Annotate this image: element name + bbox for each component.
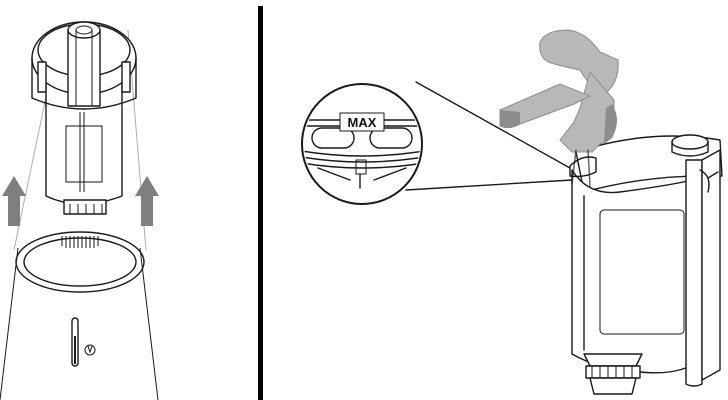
indicator-detail: [72, 318, 95, 366]
left-panel: [0, 22, 159, 400]
tank-valve: [584, 354, 642, 394]
arrow-up-icon: [135, 176, 159, 226]
max-level-label: MAX: [340, 113, 384, 131]
magnified-detail: MAX: [296, 84, 430, 204]
max-label: MAX: [348, 115, 377, 130]
water-tank: [570, 135, 722, 394]
arrow-up-icon: [2, 176, 26, 226]
right-panel: MAX: [296, 30, 722, 394]
panel-divider: [258, 6, 263, 400]
water-filter-cartridge: [32, 22, 136, 214]
